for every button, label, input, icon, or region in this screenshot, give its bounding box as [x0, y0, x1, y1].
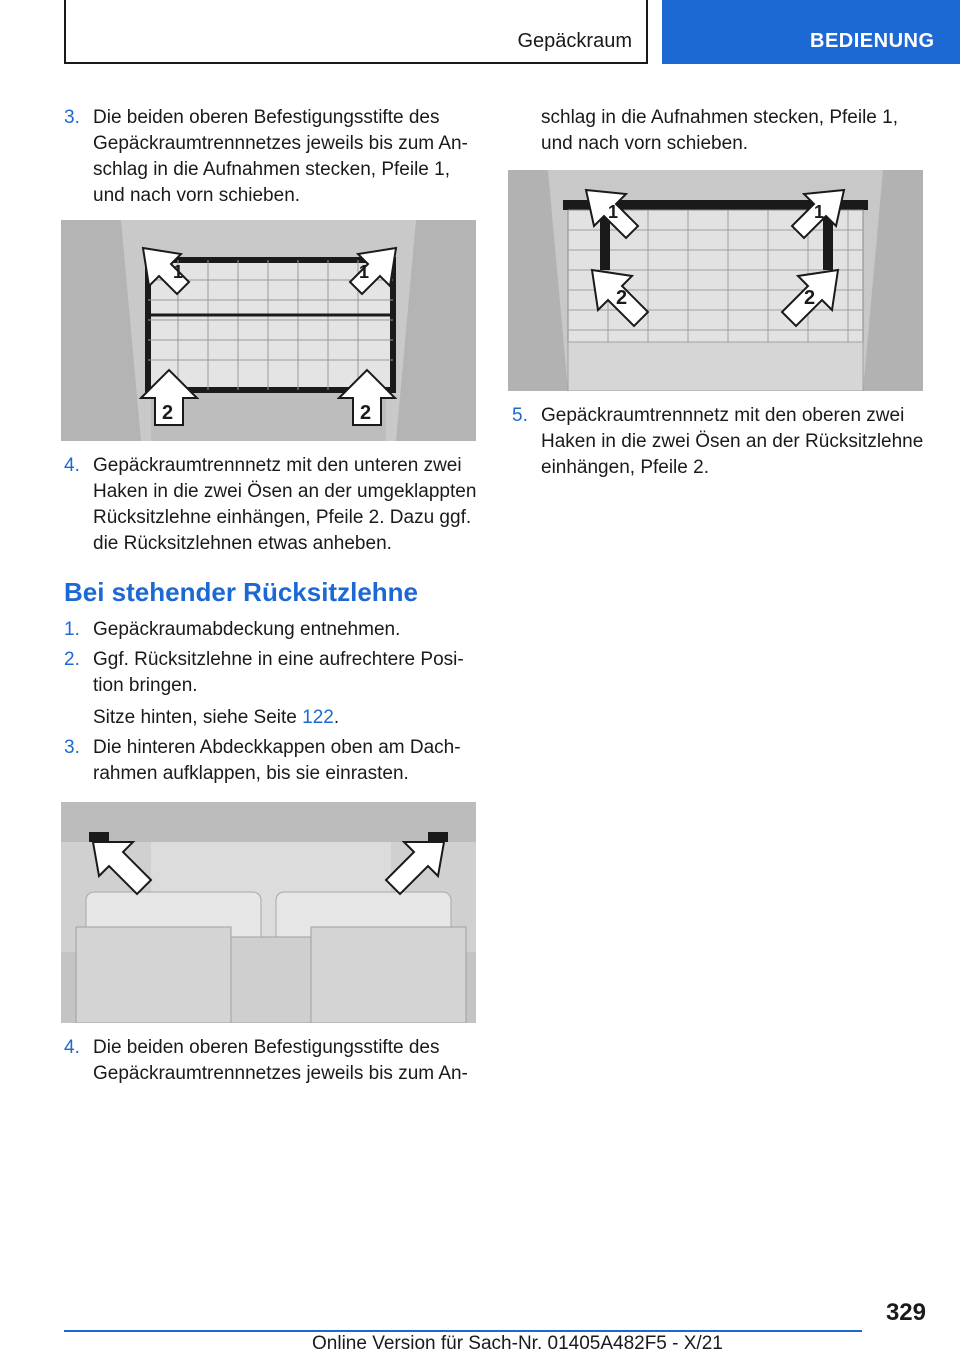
step-text-line: tion bringen.: [93, 675, 198, 696]
step-text-line: schlag in die Aufnahmen stecken, Pfeile …: [541, 107, 899, 128]
step-text-line: Gepäckraumtrennnetz mit den unteren zwei: [93, 455, 462, 476]
arrow-label: 2: [616, 287, 627, 309]
reference-suffix: .: [333, 707, 340, 728]
arrow-label: 2: [804, 287, 815, 309]
page-number: 329: [885, 1299, 926, 1326]
step-number: 4.: [64, 1037, 80, 1058]
arrow-label: 1: [814, 202, 824, 222]
step-text-line: Die hinteren Abdeckkappen oben am Dach-: [93, 737, 461, 758]
step-number: 5.: [512, 405, 528, 426]
header-chapter-tab[interactable]: BEDIENUNG: [662, 0, 960, 64]
step-text-line: und nach vorn schieben.: [541, 133, 749, 154]
step-text-line: schlag in die Aufnahmen stecken, Pfeile …: [93, 159, 451, 180]
step-text-line: Gepäckraumtrennnetzes jeweils bis zum An…: [93, 133, 468, 154]
step-number: 3.: [64, 737, 80, 758]
header-chapter-label: BEDIENUNG: [810, 30, 935, 52]
step-text-line: Gepäckraumtrennnetz mit den oberen zwei: [541, 405, 905, 426]
arrow-label: 1: [359, 262, 369, 282]
figure-net-folded-seats: 1 1 2 2: [61, 220, 476, 441]
step-text-line: Ggf. Rücksitzlehne in eine aufrechtere P…: [93, 649, 464, 670]
step-number: 2.: [64, 649, 80, 670]
footer-rule: [64, 1330, 862, 1332]
arrow-label: 2: [162, 402, 173, 424]
step-text-line: Die beiden oberen Befestigungsstifte des: [93, 107, 440, 128]
header-section-title: Gepäckraum: [517, 30, 633, 52]
reference-text: Sitze hinten, siehe Seite: [93, 707, 303, 728]
figure-roof-caps: [61, 802, 476, 1023]
step-text-line: Rücksitzlehne einhängen, Pfeile 2. Dazu …: [93, 507, 472, 528]
arrow-label: 1: [173, 262, 183, 282]
step-text-line: Gepäckraumtrennnetzes jeweils bis zum An…: [93, 1063, 468, 1084]
step-text-line: Gepäckraumabdeckung entnehmen.: [93, 619, 401, 640]
arrow-label: 1: [608, 202, 618, 222]
section-heading: Bei stehender Rücksitzlehne: [64, 577, 418, 607]
step-number: 4.: [64, 455, 80, 476]
step-text-line: die Rücksitzlehnen etwas anheben.: [93, 533, 392, 554]
step-text-line: Die beiden oberen Befestigungsstifte des: [93, 1037, 440, 1058]
footer-version-text: Online Version für Sach-Nr. 01405A482F5 …: [312, 1333, 723, 1354]
figure-net-upright-seats: 1 1 2 2: [508, 170, 923, 391]
header-frame: Gepäckraum: [64, 0, 648, 64]
step-text-line: Haken in die zwei Ösen an der umgeklappt…: [93, 481, 477, 502]
page-link[interactable]: 122: [302, 707, 334, 728]
seats-reference: Sitze hinten, siehe Seite 122.: [93, 705, 339, 731]
step-text-line: Haken in die zwei Ösen an der Rücksitzle…: [541, 431, 924, 452]
step-text-line: einhängen, Pfeile 2.: [541, 457, 709, 478]
step-number: 1.: [64, 619, 80, 640]
step-text-line: rahmen aufklappen, bis sie einrasten.: [93, 763, 409, 784]
step-number: 3.: [64, 107, 80, 128]
arrow-label: 2: [360, 402, 371, 424]
step-text-line: und nach vorn schieben.: [93, 185, 301, 206]
